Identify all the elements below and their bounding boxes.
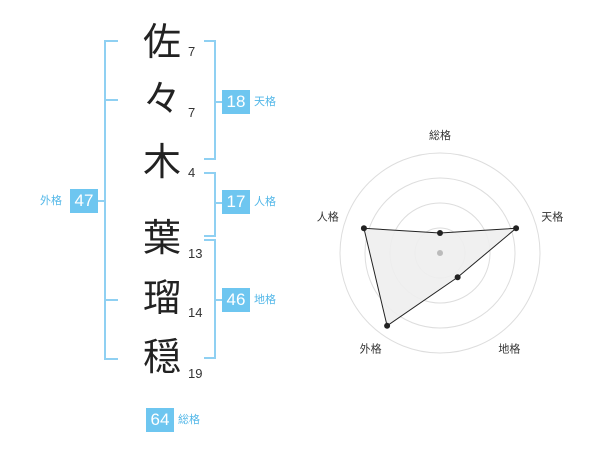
name-char-6: 穏: [142, 335, 181, 379]
gaikaku-bracket-tick: [104, 299, 118, 301]
radar-axis-label: 人格: [317, 210, 339, 224]
name-char-2: 々: [142, 77, 181, 121]
tenkaku-score: 18: [222, 90, 250, 114]
tenkaku-bracket-connector: [214, 101, 222, 103]
radar-center: [437, 250, 443, 256]
radar-shape: [363, 227, 518, 327]
tenkaku-label: 天格: [254, 95, 276, 108]
gaikaku-bracket-tick: [104, 99, 118, 101]
stroke-count-3: 4: [188, 165, 196, 180]
name-char-3: 木: [142, 140, 181, 184]
radar-axis-label: 天格: [541, 210, 563, 224]
radar-point-1: [437, 230, 443, 236]
name-char-5: 瑠: [142, 276, 181, 320]
jinkaku-bracket-connector: [214, 202, 222, 204]
chikaku-score: 46: [222, 288, 250, 312]
name-char-1: 佐: [142, 20, 181, 64]
radar-axis-label: 外格: [360, 341, 382, 355]
stroke-count-4: 13: [188, 246, 203, 261]
chikaku-label: 地格: [254, 293, 276, 306]
radar-axis-label: 総格: [429, 128, 451, 142]
stroke-count-1: 7: [188, 44, 196, 59]
radar-ring: [339, 152, 541, 354]
gaikaku-score: 47: [70, 189, 98, 213]
chikaku-bracket-connector: [214, 299, 222, 301]
jinkaku-bracket: [204, 172, 216, 237]
name-char-4: 葉: [142, 216, 181, 260]
radar-point-4: [384, 322, 391, 329]
jinkaku-label: 人格: [254, 195, 276, 208]
jinkaku-score: 17: [222, 190, 250, 214]
radar-ring: [364, 177, 516, 329]
soukaku-score: 64: [146, 408, 174, 432]
stroke-count-2: 7: [188, 105, 196, 120]
stroke-count-6: 19: [188, 366, 203, 381]
soukaku-label: 総格: [178, 413, 200, 426]
gaikaku-bracket-connector: [96, 200, 106, 202]
stroke-count-5: 14: [188, 305, 203, 320]
radar-point-5: [360, 225, 367, 232]
radar-point-2: [513, 225, 520, 232]
gaikaku-bracket: [104, 40, 118, 360]
gaikaku-label: 外格: [40, 194, 62, 207]
radar-point-3: [454, 274, 461, 281]
tenkaku-bracket: [204, 40, 216, 160]
radar-axis-label: 地格: [498, 341, 520, 355]
